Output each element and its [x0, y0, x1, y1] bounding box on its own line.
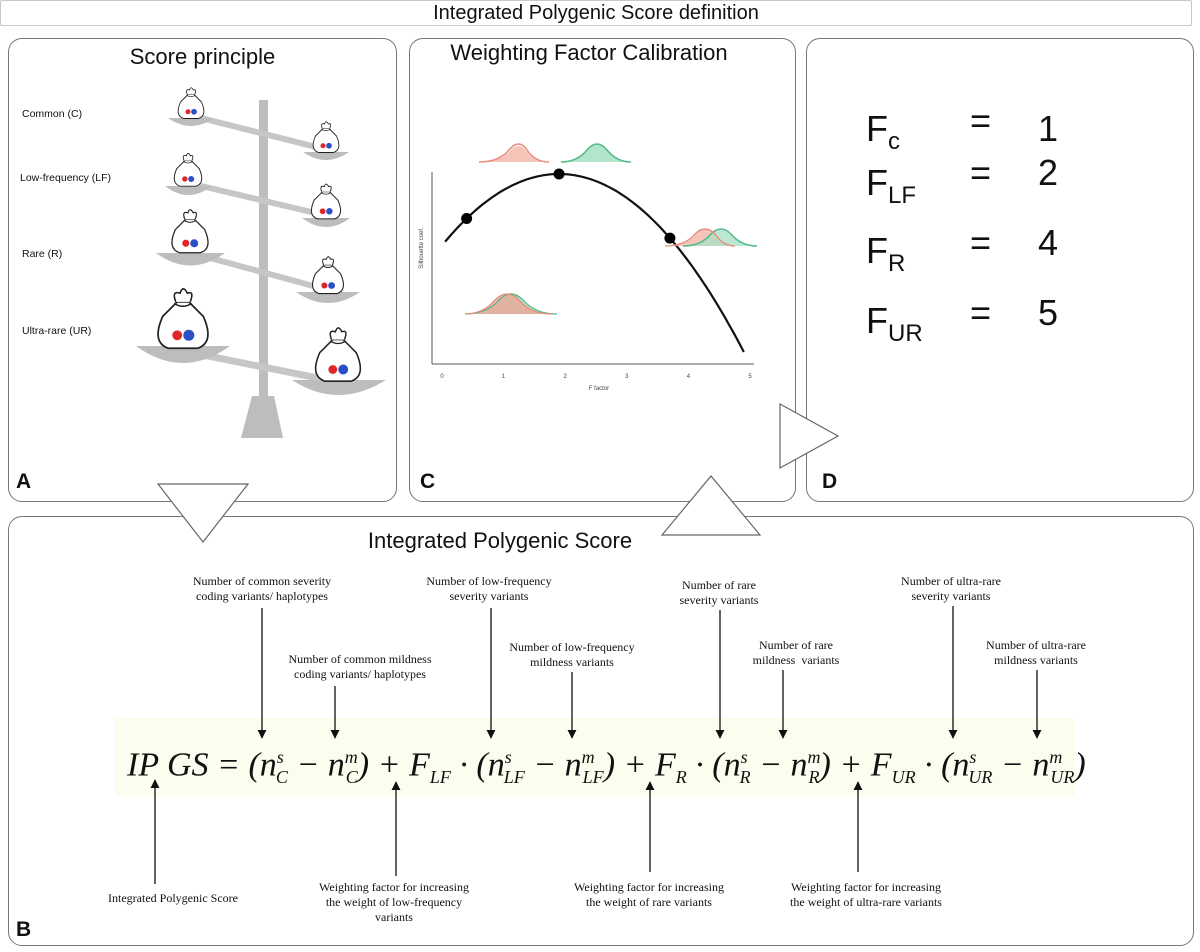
silhouette-curve	[444, 172, 745, 353]
chart-y-label: Silhouette coef.	[419, 227, 425, 269]
formula-background	[115, 718, 1075, 796]
x-tick-label: 4	[687, 374, 691, 380]
annotation-lf-severity: Number of low-frequency severity variant…	[426, 574, 552, 603]
calibration-point-2	[664, 232, 676, 244]
factor-value: 4	[1038, 222, 1059, 263]
annotation-rare-severity: Number of rare severity variants	[679, 578, 759, 607]
calibration-point-1	[553, 168, 565, 180]
panel-c-letter: C	[420, 470, 436, 493]
annotation-ur-mildness: Number of ultra-rare mildness variants	[986, 638, 1086, 667]
category-rare: Rare (R)	[22, 248, 63, 260]
factor-value: 2	[1038, 152, 1059, 193]
histogram-inset-top	[478, 143, 632, 163]
category-low-frequency: Low-frequency (LF)	[20, 172, 112, 184]
panel-c-title: Weighting Factor Calibration	[450, 40, 728, 65]
histogram-inset-right	[664, 228, 758, 247]
factor-subscript: UR	[888, 320, 923, 347]
equals-sign: =	[970, 222, 992, 263]
factor-subscript: LF	[888, 182, 917, 209]
ipgs-formula: IP GS = (nsC − nmC) + FLF · (nsLF − nmLF…	[127, 746, 1086, 788]
panel-b-letter: B	[16, 918, 32, 941]
equals-sign: =	[970, 152, 992, 193]
annotation-common-severity: Number of common severity coding variant…	[192, 574, 332, 603]
figure-title: Integrated Polygenic Score definition	[0, 0, 1192, 26]
chart-x-label: F factor	[589, 386, 609, 392]
category-ultra-rare: Ultra-rare (UR)	[22, 325, 92, 337]
annotation-weight-rare: Weighting factor for increasing the weig…	[574, 880, 724, 909]
factor-name: F	[866, 300, 888, 341]
panel-d	[806, 38, 1194, 502]
panel-c	[409, 38, 796, 502]
x-tick-label: 1	[502, 374, 506, 380]
annotation-ur-severity: Number of ultra-rare severity variants	[901, 574, 1001, 603]
arrow-down-icon	[156, 483, 250, 543]
factor-subscript: R	[888, 250, 906, 277]
calibration-chart: 0 1 2 3 4 5 F factor Silhouette coef.	[419, 143, 758, 392]
factor-value: 1	[1038, 108, 1059, 149]
balance-scale-illustration	[136, 87, 386, 438]
panel-d-letter: D	[822, 470, 838, 493]
annotation-lf-mildness: Number of low-frequency mildness variant…	[509, 640, 635, 669]
panel-b-title: Integrated Polygenic Score	[367, 528, 633, 553]
x-tick-label: 0	[440, 374, 444, 380]
factor-subscript: c	[888, 128, 900, 155]
equals-sign: =	[970, 100, 992, 141]
factor-name: F	[866, 230, 888, 271]
annotation-weight-lf: Weighting factor for increasing the weig…	[319, 880, 469, 924]
factor-name: F	[866, 108, 888, 149]
arrow-right-icon	[779, 402, 840, 470]
equals-sign: =	[970, 292, 992, 333]
annotation-ipgs: Integrated Polygenic Score	[108, 891, 238, 905]
x-tick-label: 3	[625, 374, 629, 380]
histogram-inset-bottom	[464, 293, 558, 315]
annotation-rare-mildness: Number of rare mildness variants	[752, 638, 840, 667]
calibration-point-0	[461, 213, 473, 224]
factor-value: 5	[1038, 292, 1059, 333]
arrow-up-icon	[660, 475, 762, 536]
category-common: Common (C)	[22, 108, 83, 120]
annotation-common-mildness: Number of common mildness coding variant…	[288, 652, 432, 681]
x-tick-label: 5	[748, 374, 752, 380]
panel-a-letter: A	[16, 470, 32, 493]
annotation-weight-ur: Weighting factor for increasing the weig…	[790, 880, 942, 909]
factor-name: F	[866, 162, 888, 203]
x-tick-label: 2	[564, 374, 568, 380]
panel-a-title: Score principle	[129, 44, 276, 69]
